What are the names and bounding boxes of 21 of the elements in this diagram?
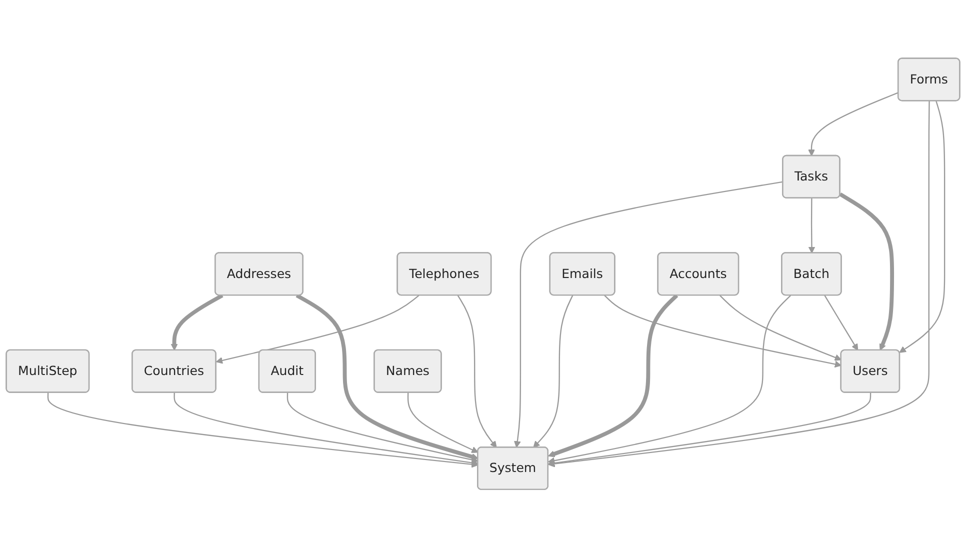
arrow (548, 294, 678, 458)
arrow (216, 295, 420, 364)
arrow (839, 192, 894, 351)
arrow (548, 392, 872, 467)
arrow (407, 392, 478, 454)
arrow (47, 392, 478, 468)
arrow (457, 295, 497, 448)
arrow (719, 295, 842, 361)
arrow (286, 392, 478, 464)
arrow (548, 295, 792, 464)
arrow (808, 92, 899, 156)
arrow (548, 101, 930, 468)
arrow (899, 100, 946, 353)
arrow (170, 294, 224, 351)
arrow (604, 295, 842, 368)
arrow (824, 295, 858, 351)
arrow (296, 294, 478, 460)
arrow (174, 392, 478, 466)
arrow (808, 198, 816, 254)
arrow (533, 295, 574, 448)
arrow (514, 181, 784, 448)
